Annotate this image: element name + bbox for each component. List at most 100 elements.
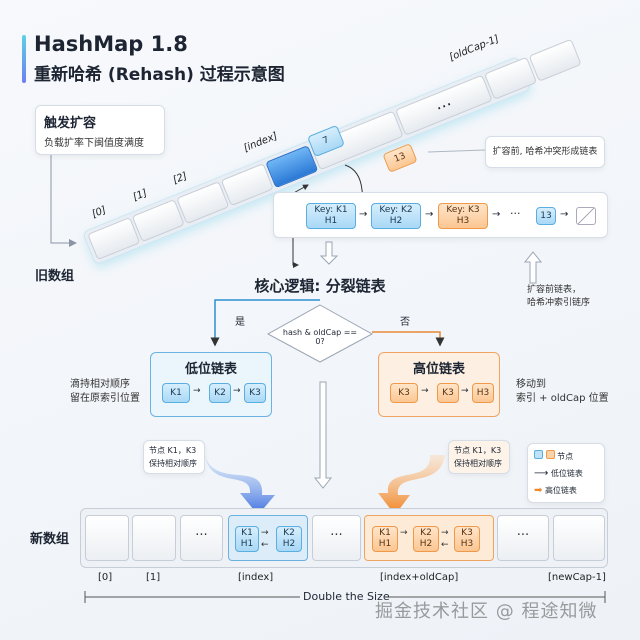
bidirectional-arrow: →← xyxy=(261,528,269,550)
high-list-note: 移动到索引 + oldCap 位置 xyxy=(516,378,609,406)
chain-node-hash: H2 xyxy=(389,216,403,226)
watermark: 掘金技术社区 @ 程途知微 xyxy=(375,601,598,622)
low-node: K1 xyxy=(162,383,190,403)
note-line: 哈希冲索引链序 xyxy=(527,298,591,308)
note-line: 留在原索引位置 xyxy=(70,393,140,404)
low-list-title: 低位链表 xyxy=(184,362,237,377)
arrow: → xyxy=(193,386,201,396)
high-node: K3 xyxy=(390,383,418,403)
arrow: → xyxy=(421,386,429,396)
new-cell-ellipsis: ··· xyxy=(312,515,361,561)
note-line: 索引 + oldCap 位置 xyxy=(516,393,609,404)
trigger-desc: 负载扩率下闽值度满度 xyxy=(44,138,144,149)
node-key: K1 xyxy=(379,528,391,538)
low-node: K2 xyxy=(209,383,231,403)
title: HashMap 1.8 xyxy=(34,32,188,56)
new-cell-last xyxy=(553,515,605,561)
chain-node-key: Key: K2 xyxy=(379,205,413,215)
low-list-note: 滴持相对顺序留在原索引位置 xyxy=(70,378,140,406)
chain-down-arrow xyxy=(319,241,339,265)
callout-line: 节点 K1，K3 xyxy=(149,446,197,455)
chain-node-key: Key: K1 xyxy=(314,205,348,215)
chain-arrow: → xyxy=(560,209,569,220)
node-key: K2 xyxy=(420,528,432,538)
chain-node-13: 13 xyxy=(536,207,556,225)
note-line: 滴持相对顺序 xyxy=(70,379,130,390)
trigger-title: 触发扩容 xyxy=(44,116,97,131)
arrow: → xyxy=(233,386,241,396)
collision-callout: 扩容前, 哈希冲突形成链表 xyxy=(485,136,605,168)
new-index-index-oldcap: [index+oldCap] xyxy=(380,572,459,583)
legend: 节点 ⟶ 低位链表 ➡ 高位链表 xyxy=(527,443,605,503)
legend-low-label: 低位链表 xyxy=(550,469,583,478)
old-array-label: 旧数组 xyxy=(35,269,75,284)
callout-line: 保持相对顺序 xyxy=(149,459,197,468)
legend-node: 节点 xyxy=(534,448,598,465)
node-hash: H3 xyxy=(460,539,474,549)
new-array-label: 新数组 xyxy=(30,532,70,547)
node-key: K1 xyxy=(241,528,253,538)
high-list-move-arrow xyxy=(378,455,445,515)
new-cell xyxy=(85,515,129,561)
legend-node-label: 节点 xyxy=(557,452,574,461)
note-line: 移动到 xyxy=(516,379,546,390)
new-index-index: [index] xyxy=(238,572,274,583)
node-hash: H1 xyxy=(378,539,392,549)
trigger-arrow xyxy=(50,155,77,247)
double-size-label: Double the Size xyxy=(303,590,390,603)
decision-diamond xyxy=(266,304,374,363)
chain-node-key: Key: K3 xyxy=(446,205,480,215)
new-cell-ellipsis: ··· xyxy=(180,515,223,561)
low-list-box: 低位链表 K1 K2 K3 → → xyxy=(150,352,272,417)
chain-arrow: → xyxy=(492,209,501,220)
node-hash: H1 xyxy=(240,539,254,549)
trigger-box: 触发扩容 负载扩率下闽值度满度 xyxy=(35,105,165,155)
new-index-1: [1] xyxy=(146,572,161,583)
high-callout: 节点 K1，K3 保持相对顺序 xyxy=(448,440,510,474)
callout-line: 保持相对顺序 xyxy=(454,459,502,468)
high-list-box: 高位链表 K3 K3 H3 → → xyxy=(378,352,500,417)
bidirectional-arrow: →← xyxy=(441,528,449,550)
title-accent-bar xyxy=(22,35,26,83)
legend-low: ⟶ 低位链表 xyxy=(534,468,583,479)
null-icon xyxy=(576,207,596,225)
new-index-last: [newCap-1] xyxy=(548,572,606,583)
node-hash: H2 xyxy=(419,539,433,549)
callout-line: 节点 K1，K3 xyxy=(454,446,502,455)
high-list-title: 高位链表 xyxy=(412,362,465,377)
before-chain-note: 扩容前链表， 哈希冲索引链序 xyxy=(527,284,590,310)
decision-no: 否 xyxy=(400,317,410,328)
node-key: K2 xyxy=(283,528,295,538)
subtitle: 重新哈希 (Rehash) 过程示意图 xyxy=(34,65,285,85)
chain-up-arrow xyxy=(523,251,543,284)
low-list-move-arrow xyxy=(205,455,275,515)
legend-high: ➡ 高位链表 xyxy=(534,485,577,496)
new-index-0: [0] xyxy=(98,572,113,583)
legend-high-label: 高位链表 xyxy=(544,486,577,495)
note-line: 扩容前链表， xyxy=(527,285,582,295)
chain-node-hash: H3 xyxy=(456,216,470,226)
core-logic-heading: 核心逻辑: 分裂链表 xyxy=(254,277,386,295)
new-cell-ellipsis: ··· xyxy=(497,515,549,561)
chain-ellipsis: ··· xyxy=(510,207,521,220)
chain-node-hash: H1 xyxy=(324,216,338,226)
new-cell xyxy=(132,515,176,561)
decision-yes: 是 xyxy=(235,317,245,328)
decision-condition: hash & oldCap == 0? xyxy=(282,328,358,346)
low-node: K3 xyxy=(244,383,266,403)
chain-arrow: → xyxy=(359,209,368,220)
chain-arrow: → xyxy=(425,209,434,220)
center-down-arrow xyxy=(313,381,333,489)
